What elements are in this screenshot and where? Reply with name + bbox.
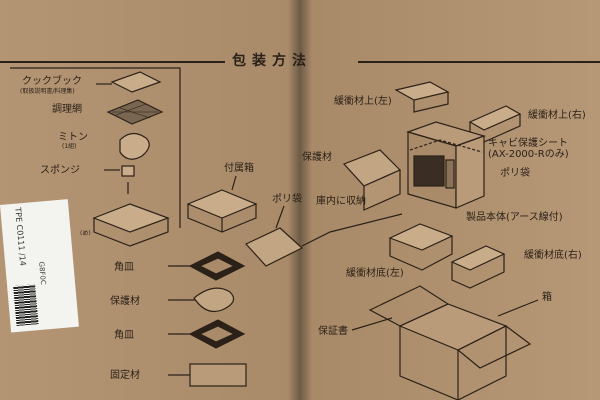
label-poly-bag-right: ポリ袋 [500, 168, 530, 179]
label-box: 箱 [542, 292, 552, 303]
label-square-plate-1: 角皿 [114, 262, 134, 273]
label-cookbook-sub: (取扱説明書/料理集) [20, 88, 75, 95]
label-cavity-sheet: キャビ保護シート [488, 138, 568, 149]
label-mitten-qty: (1組) [62, 143, 77, 150]
label-cushion-bottom-left: 緩衝材底(左) [346, 268, 404, 279]
label-cushion-top-left: 緩衝材上(左) [334, 96, 392, 107]
page-title: 包装方法 [232, 53, 312, 69]
label-cookbook: クックブック [22, 76, 82, 87]
label-accessory-box: 付属箱 [224, 163, 254, 174]
label-inside-fit: 庫内に収納 [316, 196, 366, 207]
label-cushion-top-right: 緩衝材上(右) [528, 110, 586, 121]
label-warranty: 保証書 [318, 326, 348, 337]
label-mitten: ミトン [58, 132, 88, 143]
label-cavity-sheet-sub: (AX-2000-Rのみ) [488, 149, 569, 160]
label-main-unit: 製品本体(アース線付) [466, 212, 563, 223]
label-grill: 調理網 [52, 104, 82, 115]
label-cushion-bottom-right: 緩衝材底(右) [524, 250, 582, 261]
label-poly-bag-left: ポリ袋 [272, 194, 302, 205]
barcode-icon [13, 284, 39, 327]
sticker-label: TPE C0111 /14 G8F0C [0, 199, 79, 333]
label-protector-right: 保護材 [302, 152, 332, 163]
sticker-serial: G8F0C [37, 261, 48, 286]
label-square-plate-2: 角皿 [114, 330, 134, 341]
label-protector-left: 保護材 [110, 296, 140, 307]
label-fixing: 固定材 [110, 370, 140, 381]
label-cut-mark: (め) [80, 230, 91, 237]
label-sponge: スポンジ [40, 165, 80, 176]
